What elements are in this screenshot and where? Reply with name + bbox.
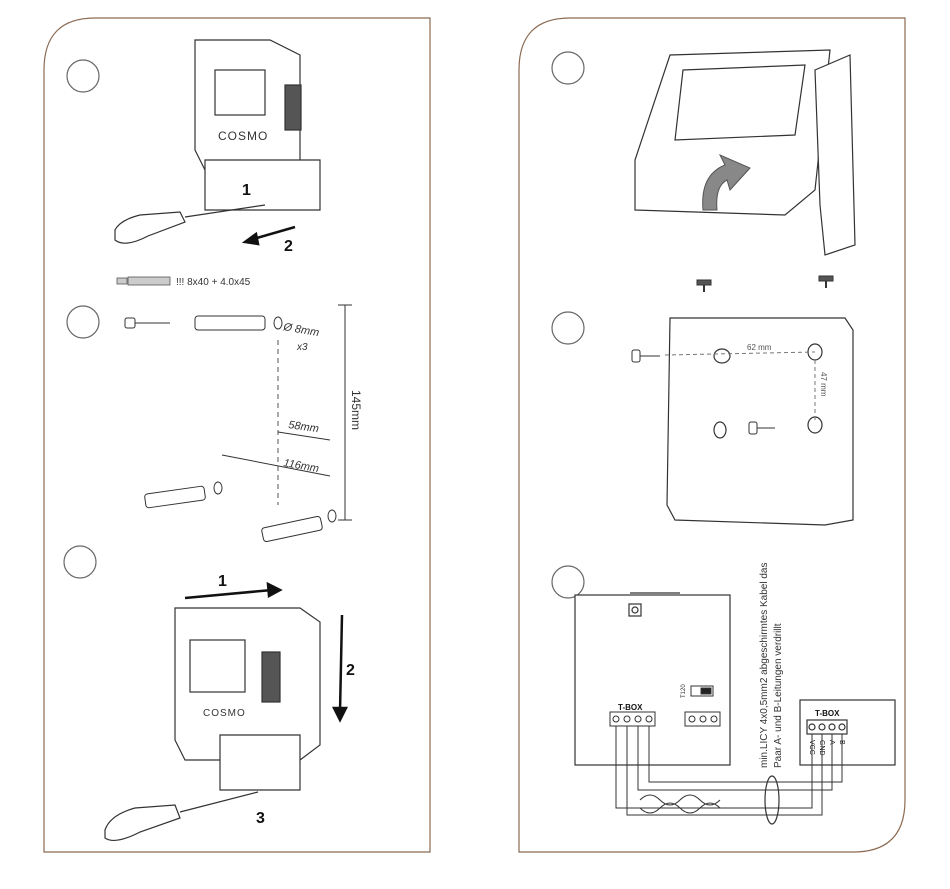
- step1-arrow-2-label: 2: [284, 238, 293, 255]
- thermostat-device-1: [195, 40, 320, 210]
- dim-height-label: 145mm: [349, 390, 363, 430]
- wall-anchor-left: [144, 482, 222, 508]
- cable-spec-line1: min.LICY 4x0,5mm2 abgeschirmtes Kabel da…: [759, 563, 770, 768]
- thermostat-device-2: [175, 608, 320, 790]
- cable-shield-ellipse: [765, 776, 779, 824]
- dip-switch: [691, 686, 713, 696]
- right-instruction-card: 62 mm 47 mm T120 T-BOX T-BOX VCC GND A B: [475, 0, 950, 884]
- screw-anchor-small-icon: [117, 277, 170, 285]
- screw-right-step4: [819, 276, 833, 288]
- left-instruction-card: COSMO 1 2 !!! 8x40 + 4.0x45 Ø 8mm x3 145…: [0, 0, 475, 884]
- brand-label-1: COSMO: [218, 129, 268, 143]
- hole-count-label: x3: [296, 342, 308, 353]
- screw-note: !!! 8x40 + 4.0x45: [176, 277, 251, 288]
- screw-top-step5: [632, 350, 660, 362]
- tbox-right-label: T-BOX: [815, 709, 840, 718]
- right-card-svg: 62 mm 47 mm T120 T-BOX T-BOX VCC GND A B: [475, 0, 950, 884]
- left-card-svg: COSMO 1 2 !!! 8x40 + 4.0x45 Ø 8mm x3 145…: [0, 0, 475, 884]
- screw-left-step4: [697, 280, 711, 292]
- step3-arrow-3-label: 3: [256, 810, 265, 827]
- terminal-block-3: [685, 712, 720, 726]
- wall-anchor-top: [125, 316, 282, 330]
- wall-anchor-bottom: [261, 510, 336, 542]
- arrow-2-step3: [334, 615, 346, 720]
- tbox-left-terminal: [610, 712, 655, 726]
- step3-arrow-1-label: 1: [218, 573, 227, 590]
- arrow-1-step3: [185, 584, 280, 598]
- dim-horizontal-label: 62 mm: [747, 343, 772, 352]
- step-circle-3: [64, 546, 96, 578]
- switch-label: T120: [681, 684, 687, 698]
- step-circle-5: [552, 312, 584, 344]
- step-circle-6: [552, 566, 584, 598]
- cable-spec-line2: Paar A- und B-Leitungen verdrillt: [773, 623, 784, 768]
- step-circle-1: [67, 60, 99, 92]
- dim-58-label: 58mm: [288, 419, 320, 435]
- screwdriver-2: [105, 792, 258, 840]
- controller-board: [575, 593, 730, 765]
- brand-label-2: COSMO: [203, 708, 246, 719]
- tbox-left-label: T-BOX: [618, 703, 643, 712]
- hole-diameter-label: Ø 8mm: [281, 321, 320, 339]
- step3-arrow-2-label: 2: [346, 662, 355, 679]
- step-circle-4: [552, 52, 584, 84]
- screwdriver-1: [115, 205, 265, 243]
- step-circle-2: [67, 306, 99, 338]
- step1-arrow-1-label: 1: [242, 182, 251, 199]
- dim-vertical-label: 47 mm: [819, 372, 828, 397]
- dim-116-label: 116mm: [282, 457, 319, 475]
- front-cover-lifted: [635, 50, 855, 255]
